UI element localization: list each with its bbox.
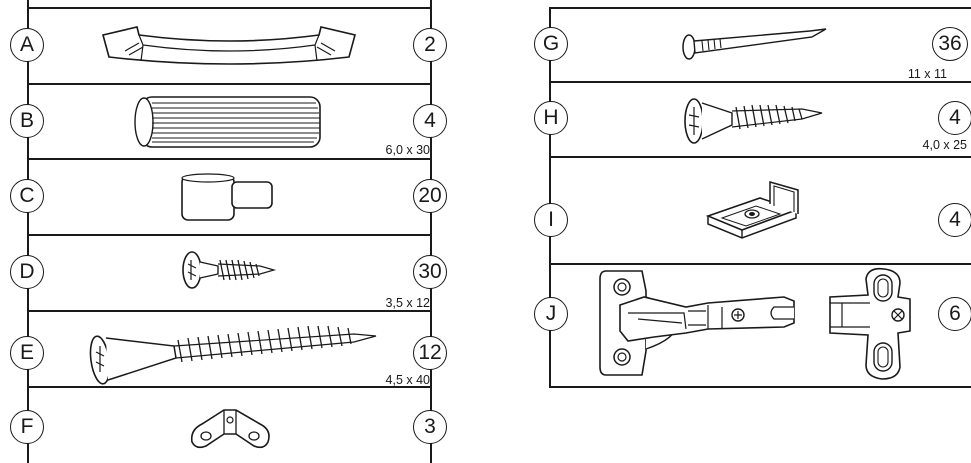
part-row-j: J 6: [534, 263, 971, 386]
divider: [549, 81, 971, 83]
part-letter: F: [10, 410, 44, 444]
part-size: 6,0 x 30: [385, 143, 430, 157]
angle-bracket-icon: [190, 409, 270, 449]
divider: [27, 386, 432, 388]
divider: [549, 7, 971, 9]
long-screw-icon: [89, 325, 377, 385]
divider: [27, 7, 432, 9]
divider: [549, 156, 971, 158]
short-screw-icon: [182, 251, 277, 289]
part-letter: D: [10, 255, 44, 289]
part-row-e: E 12 4,5 x 40: [0, 310, 460, 386]
part-row-b: B 4 6,0 x 30: [0, 83, 460, 158]
right-parts-panel: G 36 11 x 11 H 4 4,0 x 25 I: [534, 0, 971, 463]
part-quantity: 12: [413, 336, 447, 370]
left-panel-border-left: [27, 0, 29, 463]
part-quantity: 30: [413, 255, 447, 289]
divider: [27, 158, 432, 160]
part-quantity: 20: [413, 179, 447, 213]
part-quantity: 6: [938, 297, 971, 331]
right-panel-border-left: [549, 7, 551, 388]
part-row-i: I 4: [534, 156, 971, 263]
part-quantity: 4: [938, 101, 971, 135]
part-letter: E: [10, 336, 44, 370]
part-quantity: 2: [413, 28, 447, 62]
part-row-h: H 4 4,0 x 25: [534, 81, 971, 156]
nail-icon: [682, 28, 827, 60]
part-quantity: 3: [413, 410, 447, 444]
screw-icon: [684, 98, 823, 144]
shelf-pin-icon: [181, 173, 273, 221]
divider: [549, 386, 971, 388]
hinge-icon: [599, 267, 911, 380]
divider: [27, 234, 432, 236]
part-quantity: 4: [938, 203, 971, 237]
divider: [27, 83, 432, 85]
divider: [27, 310, 432, 312]
left-parts-panel: A 2 B 4 6,0 x 30 C 20: [0, 0, 460, 463]
part-letter: B: [10, 104, 44, 138]
part-letter: G: [534, 27, 568, 61]
part-size: 4,0 x 25: [922, 138, 967, 152]
wooden-dowel-icon: [134, 96, 321, 148]
left-panel-border-right: [430, 0, 432, 463]
part-letter: J: [534, 297, 568, 331]
part-size: 11 x 11: [907, 67, 947, 81]
part-row-g: G 36 11 x 11: [534, 7, 971, 81]
part-row-c: C 20: [0, 158, 460, 234]
part-quantity: 36: [932, 27, 968, 61]
part-letter: I: [534, 203, 568, 237]
part-quantity: 4: [413, 104, 447, 138]
handle-icon: [102, 26, 356, 65]
part-letter: C: [10, 179, 44, 213]
part-letter: H: [534, 101, 568, 135]
part-row-d: D 30 3,5 x 12: [0, 234, 460, 310]
part-row-f: F 3: [0, 386, 460, 463]
clip-bracket-icon: [705, 181, 799, 239]
part-letter: A: [10, 28, 44, 62]
divider: [549, 263, 971, 265]
part-size: 3,5 x 12: [385, 296, 430, 310]
part-size: 4,5 x 40: [385, 373, 430, 387]
part-row-a: A 2: [0, 7, 460, 83]
